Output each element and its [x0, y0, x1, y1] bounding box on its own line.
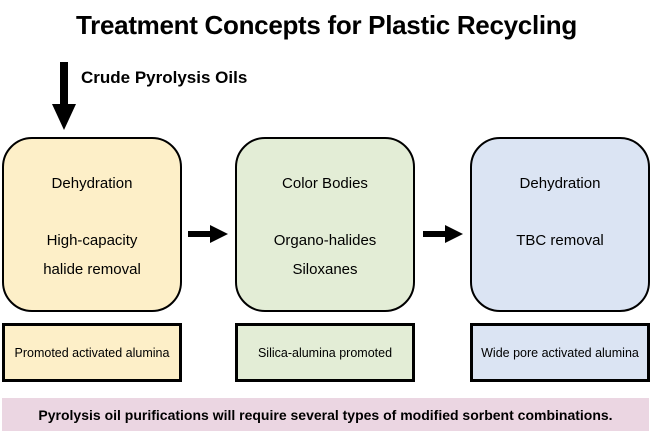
- stage-3-line-2: TBC removal: [516, 232, 604, 249]
- stage-2-line-3: Siloxanes: [292, 261, 358, 278]
- arrow-right-icon: [188, 225, 228, 243]
- stage-3-line-1: Dehydration: [519, 175, 601, 192]
- diagram-title: Treatment Concepts for Plastic Recycling: [76, 10, 577, 40]
- sorbent-box-1: Promoted activated alumina: [2, 323, 182, 382]
- stage-1-line-2: High-capacity: [46, 232, 138, 249]
- footer-note: Pyrolysis oil purifications will require…: [2, 398, 649, 431]
- arrow-down-icon: [52, 62, 76, 130]
- stage-box-2: Color Bodies Organo-halides Siloxanes: [235, 137, 415, 312]
- sorbent-box-2: Silica-alumina promoted: [235, 323, 415, 382]
- stage-1-line-1: Dehydration: [51, 175, 133, 192]
- arrow-right-icon: [423, 225, 463, 243]
- stage-2-line-2: Organo-halides: [273, 232, 377, 249]
- sorbent-box-3: Wide pore activated alumina: [470, 323, 650, 382]
- stage-box-3: Dehydration TBC removal: [470, 137, 650, 312]
- stage-box-1: Dehydration High-capacity halide removal: [2, 137, 182, 312]
- input-label: Crude Pyrolysis Oils: [81, 68, 248, 87]
- stage-1-line-3: halide removal: [43, 261, 141, 278]
- stage-2-line-1: Color Bodies: [282, 175, 368, 192]
